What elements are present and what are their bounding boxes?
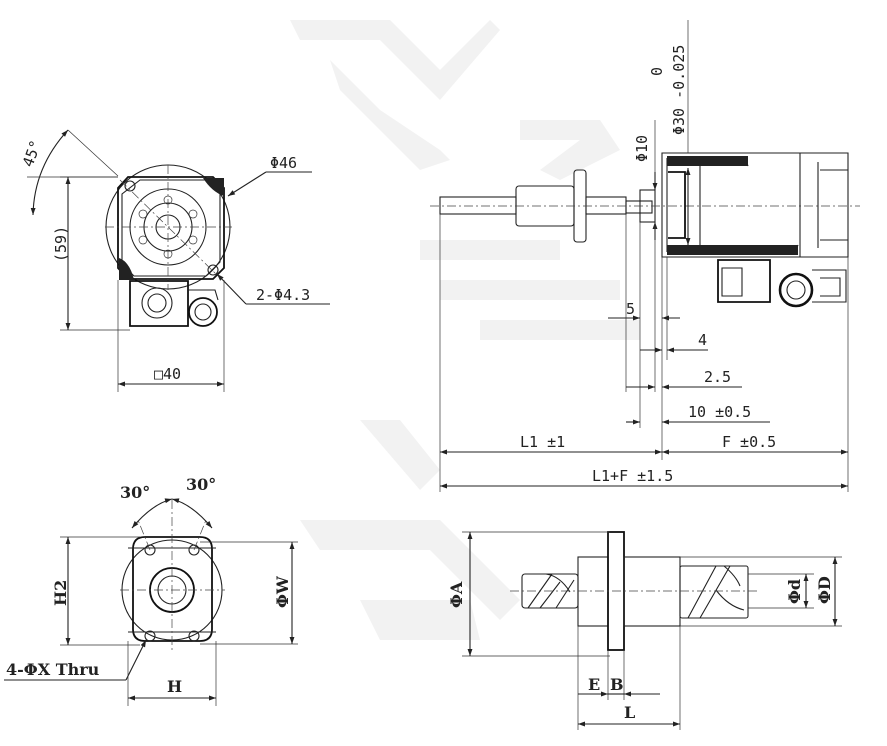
w-label: ΦW: [273, 575, 292, 608]
dim-5: 5: [626, 300, 635, 318]
mount-hole: [124, 180, 136, 192]
motor-body: [661, 152, 849, 258]
shaft-tolerance: Φ30 -0.025: [670, 45, 688, 135]
nut-body: [577, 556, 609, 627]
flange-hole: [188, 630, 200, 642]
dim-2-5: 2.5: [704, 368, 731, 386]
nut-flange-outline: [132, 536, 213, 642]
motor-flange: [117, 176, 225, 280]
flange-hole: [144, 630, 156, 642]
flange-hole: [188, 544, 200, 556]
nut-end-view: 30° 30° H2 ΦW 4-ΦX Thru H: [4, 475, 298, 706]
width-label: □40: [154, 365, 181, 383]
b-label: B: [610, 675, 624, 694]
motor-front-view: 45° (59) Φ46 2-Φ4.3 □40: [19, 129, 330, 392]
dim-total: L1+F ±1.5: [592, 467, 673, 485]
dim-f: F ±0.5: [722, 433, 776, 451]
D-label: ΦD: [815, 576, 834, 604]
connector-block: [129, 280, 189, 327]
e-label: E: [588, 675, 600, 694]
dim-l1: L1 ±1: [520, 433, 565, 451]
screw-shaft: [439, 196, 517, 215]
flange-hole: [144, 544, 156, 556]
angle-right: 30°: [186, 475, 216, 494]
h-label: H: [167, 677, 182, 696]
height-label: (59): [52, 226, 70, 262]
h2-label: H2: [51, 580, 70, 606]
side-connector: [717, 259, 771, 303]
a-label: ΦA: [447, 581, 466, 608]
nut-side-view: ΦA Φd ΦD E B L: [447, 531, 842, 730]
diameter-label: Φ46: [270, 154, 297, 172]
screw-right: [679, 565, 749, 619]
motor-side-view: 0 Φ30 -0.025 Φ10 5 4 2.5 10 ±0.5 L1 ±: [430, 20, 860, 492]
dim-10: 10 ±0.5: [688, 403, 751, 421]
tolerance-top: 0: [648, 67, 666, 76]
d-label: Φd: [785, 579, 804, 604]
l-label: L: [624, 703, 635, 722]
spigot-label: Φ10: [633, 135, 651, 162]
dim-4: 4: [698, 331, 707, 349]
angle-left: 30°: [120, 483, 150, 502]
angle-label: 45°: [19, 138, 45, 170]
mount-hole: [207, 264, 219, 276]
holes-thru-label: 4-ΦX Thru: [6, 660, 100, 679]
holes-label: 2-Φ4.3: [256, 286, 310, 304]
watermark: [290, 20, 640, 640]
